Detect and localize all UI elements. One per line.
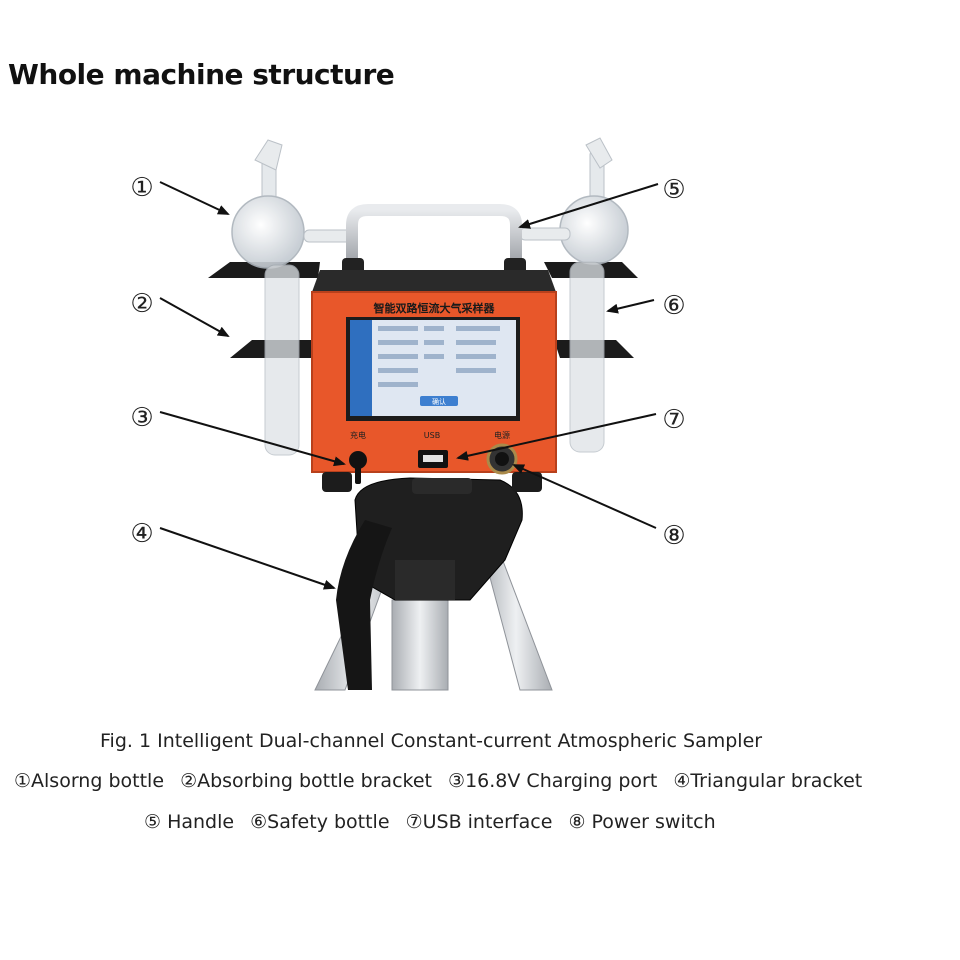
legend-item-handle: ⑤ Handle (144, 811, 235, 833)
handle (342, 204, 526, 281)
callout-8: ⑧ (662, 521, 685, 551)
machine-diagram: 智能双路恒流大气采样器 确认 充电 USB 电源 (130, 137, 686, 691)
screen-sidebar (350, 320, 372, 416)
tripod (314, 477, 553, 691)
legend-item-power-switch: ⑧ Power switch (568, 811, 716, 833)
left-bracket (208, 262, 320, 358)
callout-4: ④ (130, 519, 153, 549)
legend-item-charging-port: ③16.8V Charging port (448, 770, 658, 792)
callout-7: ⑦ (662, 405, 685, 435)
legend-item-usb-interface: ⑦USB interface (405, 811, 553, 833)
callout-6: ⑥ (662, 291, 685, 321)
callout-3: ③ (130, 403, 153, 433)
page-title: Whole machine structure (8, 58, 395, 91)
usb-port (418, 450, 448, 468)
left-absorbing-bottle (231, 139, 355, 456)
legend-item-bottle-bracket: ②Absorbing bottle bracket (180, 770, 432, 792)
power-switch (486, 443, 518, 475)
legend-item-triangular-bracket: ④Triangular bracket (673, 770, 863, 792)
charging-port (349, 451, 367, 484)
legend-item-safety-bottle: ⑥Safety bottle (250, 811, 390, 833)
device-body: 智能双路恒流大气采样器 确认 充电 USB 电源 (311, 270, 557, 492)
legend-item-absorbing-bottle: ①Alsorng bottle (14, 770, 165, 792)
charge-port-label: 充电 (350, 430, 366, 440)
panel-title: 智能双路恒流大气采样器 (374, 301, 496, 315)
callout-5: ⑤ (662, 175, 685, 205)
legend-line-2: ⑤ Handle ⑥Safety bottle ⑦USB interface ⑧… (144, 811, 960, 833)
callout-1: ① (130, 173, 153, 203)
usb-port-label: USB (424, 431, 440, 440)
power-switch-label: 电源 (494, 430, 510, 440)
figure-caption: Fig. 1 Intelligent Dual-channel Constant… (100, 730, 763, 752)
callout-arrows (159, 181, 659, 590)
screen-confirm-button: 确认 (432, 397, 446, 406)
right-safety-bottle (519, 137, 629, 453)
callout-2: ② (130, 289, 153, 319)
legend-line-1: ①Alsorng bottle ②Absorbing bottle bracke… (14, 770, 914, 792)
